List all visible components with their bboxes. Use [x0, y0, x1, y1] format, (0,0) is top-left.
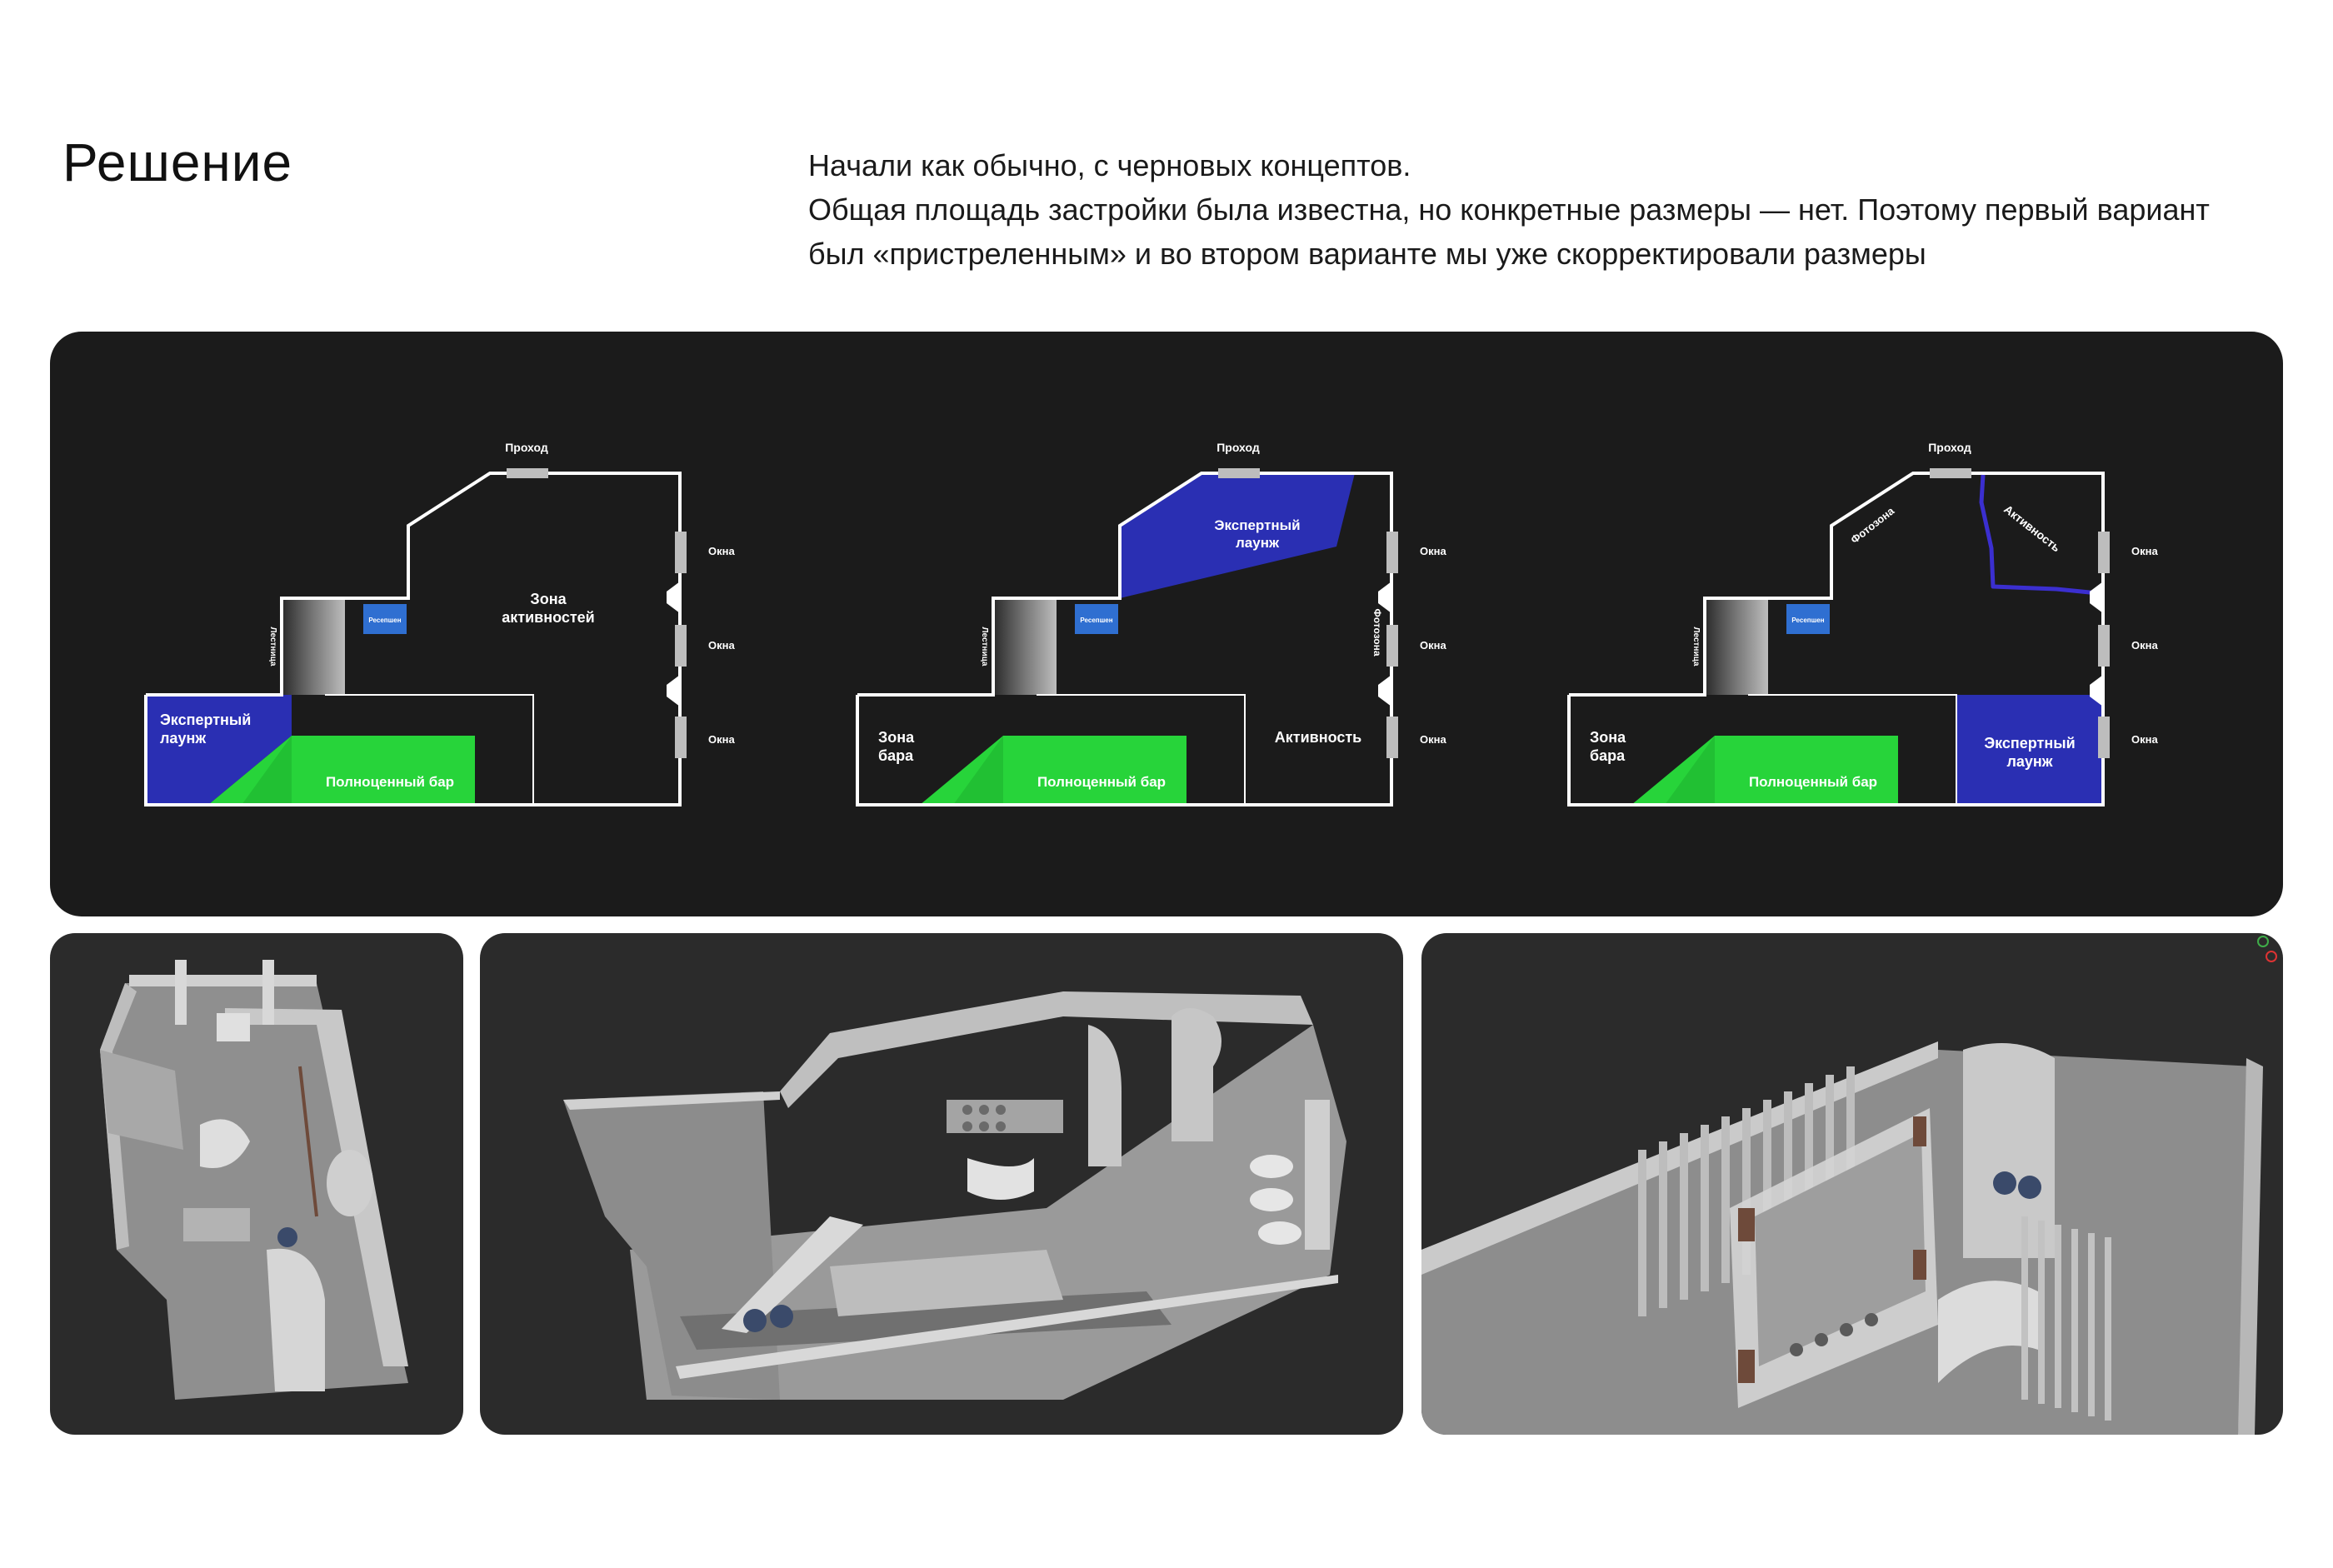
window-label: Окна: [708, 733, 735, 746]
intro-text: Начали как обычно, с черновых концептов.…: [808, 143, 2308, 276]
passage-door: [507, 468, 548, 478]
stairs: [282, 598, 345, 695]
passage-door: [1930, 468, 1971, 478]
activities-label: активностей: [502, 609, 595, 626]
stairs: [1705, 598, 1768, 695]
bar-zone: [1631, 736, 1898, 805]
column: [2090, 582, 2103, 613]
lounge-label: Экспертный: [160, 712, 251, 728]
passage-label: Проход: [1216, 441, 1260, 454]
bar-zone: [920, 736, 1186, 805]
bar-zone-label: бара: [878, 747, 914, 764]
bar-zone-label: Зона: [1590, 729, 1626, 746]
render-3-illustration: [1421, 936, 2277, 1435]
lounge-label: лаунж: [2006, 753, 2052, 770]
bar-zone-shade: [242, 736, 292, 805]
plan-wall: [856, 472, 1393, 806]
window-label: Окна: [1420, 545, 1446, 557]
column: [1378, 582, 1391, 613]
bar-label: Полноценный бар: [1037, 774, 1166, 790]
stairs: [993, 598, 1057, 695]
floor-plans-panel: Проход Окна Окна Окна Лестница Ресепшен …: [50, 332, 2283, 916]
bar-label: Полноценный бар: [326, 774, 454, 790]
render-image-2: [480, 933, 1403, 1435]
column: [667, 582, 680, 613]
column: [1378, 675, 1391, 707]
plan-wall: [144, 472, 682, 806]
expert-lounge-zone: [146, 695, 292, 805]
window: [2098, 532, 2110, 573]
window-label: Окна: [1420, 733, 1446, 746]
window: [675, 532, 687, 573]
expert-lounge-zone: [1120, 473, 1355, 598]
render-2-illustration: [563, 991, 1346, 1400]
page-title: Решение: [62, 132, 293, 192]
expert-lounge-zone: [1956, 695, 2103, 805]
reception-label: Ресепшен: [368, 617, 401, 624]
bar-zone-shade: [953, 736, 1003, 805]
passage-label: Проход: [505, 441, 548, 454]
reception-desk: [1786, 604, 1830, 634]
window: [1386, 717, 1398, 758]
lounge-label: лаунж: [1236, 535, 1280, 551]
reception-label: Ресепшен: [1080, 617, 1112, 624]
reception-desk: [363, 604, 407, 634]
lounge-label: Экспертный: [1214, 517, 1300, 533]
window: [2098, 717, 2110, 758]
lounge-label: лаунж: [160, 730, 206, 747]
window: [675, 717, 687, 758]
window: [1386, 532, 1398, 573]
stairs-label: Лестница: [980, 627, 989, 667]
intro-line: Общая площадь застройки была известна, н…: [808, 192, 2210, 227]
column: [667, 675, 680, 707]
column: [2090, 675, 2103, 707]
plan-inner-wall: [1748, 694, 1957, 805]
window: [1386, 625, 1398, 667]
bar-zone-label: Зона: [878, 729, 915, 746]
photozone-label: Фотозона: [1371, 608, 1383, 656]
floor-plan-2: Проход Окна Окна Окна Лестница Ресепшен …: [856, 441, 1446, 806]
window-label: Окна: [1420, 639, 1446, 652]
stairs-label: Лестница: [268, 627, 277, 667]
reception-label: Ресепшен: [1791, 617, 1824, 624]
bar-zone-shade: [1665, 736, 1715, 805]
intro-line: Начали как обычно, с черновых концептов.: [808, 148, 1411, 182]
window-label: Окна: [708, 639, 735, 652]
bar-label: Полноценный бар: [1749, 774, 1877, 790]
window-label: Окна: [2131, 733, 2158, 746]
passage-door: [1218, 468, 1260, 478]
bar-zone-label: бара: [1590, 747, 1626, 764]
render-1-illustration: [100, 960, 408, 1400]
activity-label: Активность: [1275, 729, 1361, 746]
window-label: Окна: [2131, 639, 2158, 652]
intro-line: был «пристреленным» и во втором варианте…: [808, 237, 1926, 271]
render-image-3: [1421, 933, 2283, 1435]
window: [675, 625, 687, 667]
lounge-label: Экспертный: [1984, 735, 2075, 752]
window-label: Окна: [708, 545, 735, 557]
reception-desk: [1075, 604, 1118, 634]
window: [2098, 625, 2110, 667]
floor-plans-svg: Проход Окна Окна Окна Лестница Ресепшен …: [144, 441, 2158, 806]
activities-label: Зона: [530, 591, 567, 607]
slat-wall-right: [2021, 1216, 2111, 1421]
plan-wall: [1567, 472, 2105, 806]
floor-plan-3: Проход Окна Окна Окна Лестница Ресепшен …: [1567, 441, 2158, 806]
render-image-1: [50, 933, 463, 1435]
floor-plan-1: Проход Окна Окна Окна Лестница Ресепшен …: [144, 441, 735, 806]
plan-inner-wall: [325, 694, 534, 805]
passage-label: Проход: [1928, 441, 1971, 454]
plan-inner-wall: [1037, 694, 1246, 805]
activity-label: Активность: [2001, 502, 2063, 555]
activity-path: [1979, 474, 2099, 596]
window-label: Окна: [2131, 545, 2158, 557]
stairs-label: Лестница: [1691, 627, 1701, 667]
